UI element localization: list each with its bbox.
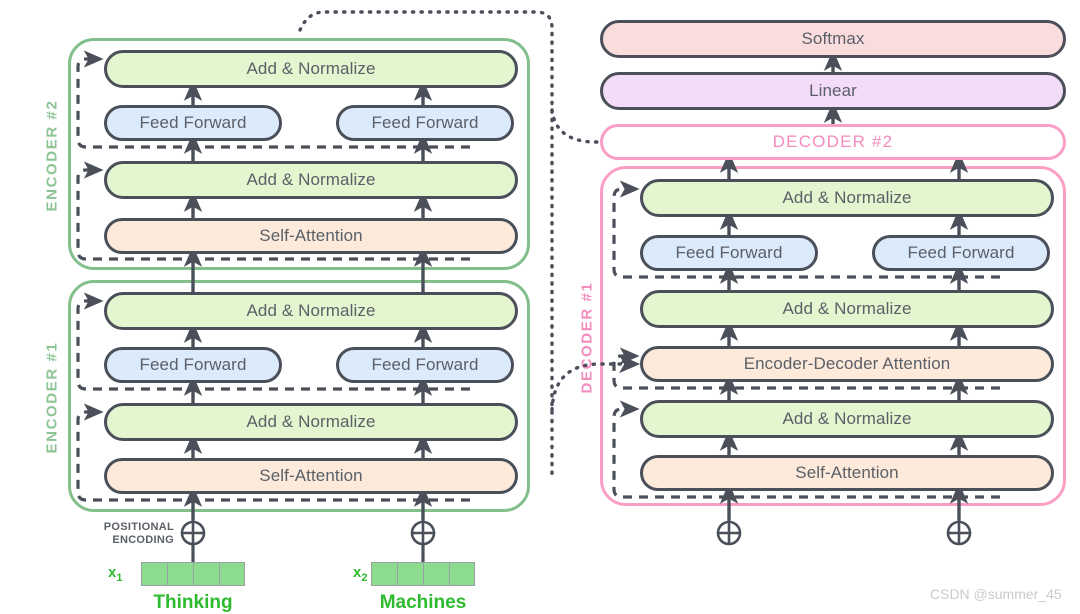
encoder1-feed-forward-left[interactable]: Feed Forward <box>104 347 282 383</box>
token-1-var: x <box>108 564 117 581</box>
positional-encoding-plus-left <box>180 520 206 546</box>
embedding-cell <box>371 562 397 586</box>
token-2-index: 2 <box>361 572 368 584</box>
encoder2-feed-forward-left[interactable]: Feed Forward <box>104 105 282 141</box>
token-1-word: Thinking <box>153 592 233 613</box>
decoder-2-placeholder[interactable]: DECODER #2 <box>600 124 1066 160</box>
encoder1-self-attention[interactable]: Self-Attention <box>104 458 518 494</box>
decoder1-add-normalize-mid[interactable]: Add & Normalize <box>640 290 1054 328</box>
positional-encoding-line1: POSITIONAL <box>103 521 174 533</box>
token-2-word: Machines <box>379 592 467 613</box>
token-1-variable: x1 <box>108 564 122 584</box>
decoder-1-frame <box>600 166 1066 506</box>
embedding-cell <box>193 562 219 586</box>
token-1-embedding <box>141 562 245 586</box>
encoder2-add-normalize-top[interactable]: Add & Normalize <box>104 50 518 88</box>
encoder1-add-normalize-bottom[interactable]: Add & Normalize <box>104 403 518 441</box>
linear-node[interactable]: Linear <box>600 72 1066 110</box>
encoder1-add-normalize-top[interactable]: Add & Normalize <box>104 292 518 330</box>
encoder2-feed-forward-right[interactable]: Feed Forward <box>336 105 514 141</box>
encoder-1-label: ENCODER #1 <box>43 341 61 454</box>
decoder-positional-plus-left <box>716 520 742 546</box>
positional-encoding-label: POSITIONAL ENCODING <box>84 521 174 547</box>
decoder1-feed-forward-left[interactable]: Feed Forward <box>640 235 818 271</box>
encoder2-add-normalize-bottom[interactable]: Add & Normalize <box>104 161 518 199</box>
embedding-cell <box>167 562 193 586</box>
decoder-2-label: DECODER #2 <box>772 132 894 151</box>
softmax-node[interactable]: Softmax <box>600 20 1066 58</box>
embedding-cell <box>449 562 475 586</box>
decoder1-self-attention[interactable]: Self-Attention <box>640 455 1054 491</box>
token-2-embedding <box>371 562 475 586</box>
token-1-index: 1 <box>116 572 123 584</box>
decoder1-feed-forward-right[interactable]: Feed Forward <box>872 235 1050 271</box>
token-2-variable: x2 <box>353 564 367 584</box>
decoder1-add-normalize-bottom[interactable]: Add & Normalize <box>640 400 1054 438</box>
encoder-2-label: ENCODER #2 <box>43 99 61 212</box>
token-2-var: x <box>353 564 362 581</box>
encoder1-feed-forward-right[interactable]: Feed Forward <box>336 347 514 383</box>
embedding-cell <box>141 562 167 586</box>
decoder-positional-plus-right <box>946 520 972 546</box>
embedding-cell <box>423 562 449 586</box>
encoder2-self-attention[interactable]: Self-Attention <box>104 218 518 254</box>
positional-encoding-line2: ENCODING <box>112 534 174 546</box>
decoder-1-label: DECODER #1 <box>578 281 596 394</box>
watermark: CSDN @summer_45 <box>930 586 1062 602</box>
decoder1-add-normalize-top[interactable]: Add & Normalize <box>640 179 1054 217</box>
decoder1-encoder-decoder-attention[interactable]: Encoder-Decoder Attention <box>640 346 1054 382</box>
embedding-cell <box>397 562 423 586</box>
positional-encoding-plus-right <box>410 520 436 546</box>
embedding-cell <box>219 562 245 586</box>
